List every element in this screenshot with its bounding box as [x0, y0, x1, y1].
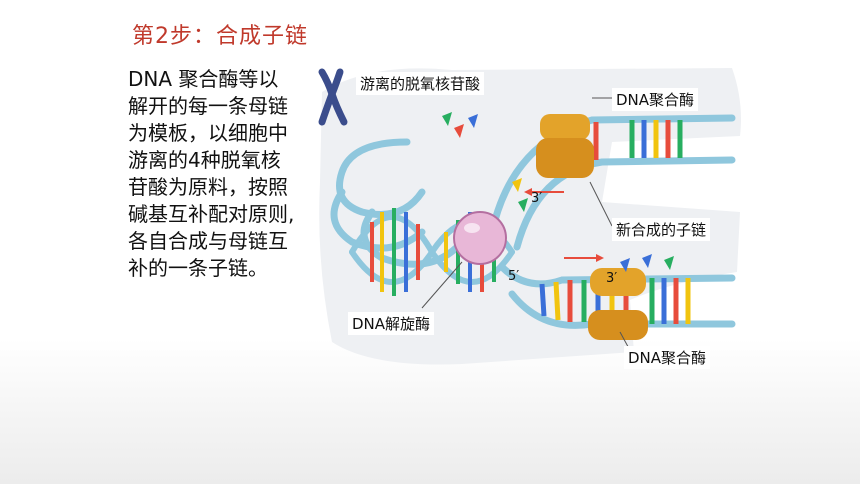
helicase-icon [453, 211, 507, 265]
label-polymerase-bottom: DNA聚合酶 [624, 346, 711, 369]
dna-replication-diagram [318, 68, 741, 365]
polymerase-bottom-icon [588, 268, 648, 340]
label-new-strand: 新合成的子链 [612, 218, 711, 241]
free-nucleotide-icons [442, 112, 674, 272]
label-5prime-bottom: 5′ [508, 269, 520, 284]
label-helicase: DNA解旋酶 [348, 312, 435, 335]
label-polymerase-top: DNA聚合酶 [612, 88, 699, 111]
slide-title: 第2步：合成子链 [132, 24, 308, 49]
leader-line-new-strand [589, 181, 613, 227]
label-3prime-bottom: 3′ [606, 271, 618, 286]
slide-paragraph: DNA 聚合酶等以解开的每一条母链为模板，以细胞中游离的4种脱氧核苷酸为原料，按… [128, 67, 295, 280]
polymerase-top-icon [536, 114, 594, 178]
leader-line-helicase [421, 261, 463, 309]
label-3prime-top: 3′ [531, 191, 543, 206]
dna-replication-figure: 游离的脱氧核苷酸 DNA聚合酶 新合成的子链 DNA解旋酶 DNA聚合酶 3′ … [312, 62, 752, 372]
direction-arrow-bottom [564, 254, 604, 262]
direction-arrow-top [524, 188, 564, 196]
label-free-nucleotides: 游离的脱氧核苷酸 [356, 72, 485, 95]
chromosome-icon [318, 68, 348, 126]
